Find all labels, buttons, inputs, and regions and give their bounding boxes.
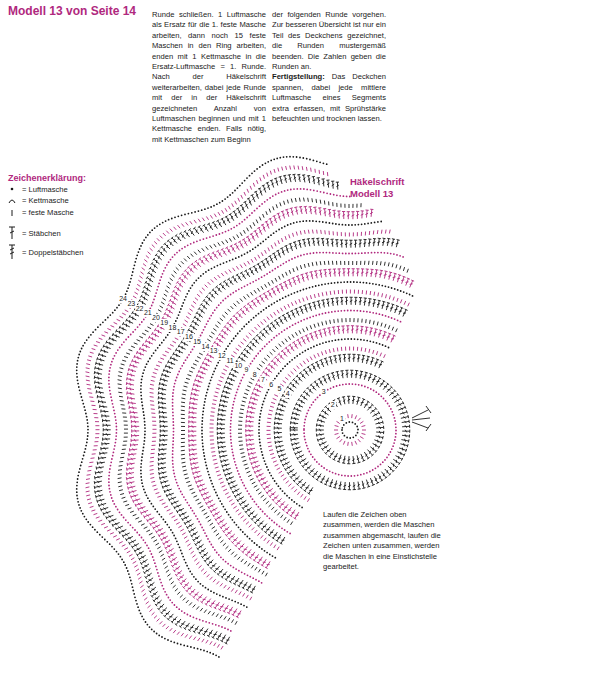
legend-entry: = feste Masche <box>22 208 74 217</box>
chart-heading: Häkelschrift Modell 13 <box>350 176 430 199</box>
round-number: 6 <box>268 381 274 389</box>
legend-entry: = Luftmasche <box>22 185 68 194</box>
chain-dots <box>108 188 404 632</box>
round-number: 8 <box>252 371 258 379</box>
round-number: 10 <box>233 362 243 370</box>
side-motif <box>412 406 431 431</box>
round-number: 11 <box>225 357 234 365</box>
legend-symbols <box>9 188 15 259</box>
legend-entry: = Kettmasche <box>22 196 69 205</box>
finishing-heading: Fertigstellung: <box>272 72 325 81</box>
legend-entry: = Doppelstäbchen <box>22 248 83 257</box>
round-number: 7 <box>260 376 266 384</box>
stitch-symbols <box>94 174 410 644</box>
round-number: 3 <box>321 388 327 396</box>
round-number: 5 <box>276 385 282 393</box>
page-title: Modell 13 von Seite 14 <box>8 4 136 18</box>
stitch-rounds <box>76 156 414 658</box>
round-number: 2 <box>330 401 336 409</box>
round-number: 1 <box>339 415 345 423</box>
round-number: 9 <box>244 366 250 374</box>
instruction-text: der folgenden Runde vorgehen. Zur besser… <box>272 10 386 72</box>
legend-heading: Zeichenerklärung: <box>8 173 86 184</box>
round-number: 4 <box>285 390 291 398</box>
chart-note: Laufen die Zeichen oben zusammen, werden… <box>323 510 445 572</box>
round-number: 24 <box>118 295 128 303</box>
legend-entry: = Stäbchen <box>22 229 61 238</box>
chain-dots <box>76 156 414 658</box>
stitch-symbols <box>86 166 415 650</box>
instruction-text: Runde schließen. 1 Luftmasche als Ersatz… <box>152 10 266 145</box>
instruction-column: der folgenden Runde vorgehen. Zur besser… <box>272 10 386 124</box>
